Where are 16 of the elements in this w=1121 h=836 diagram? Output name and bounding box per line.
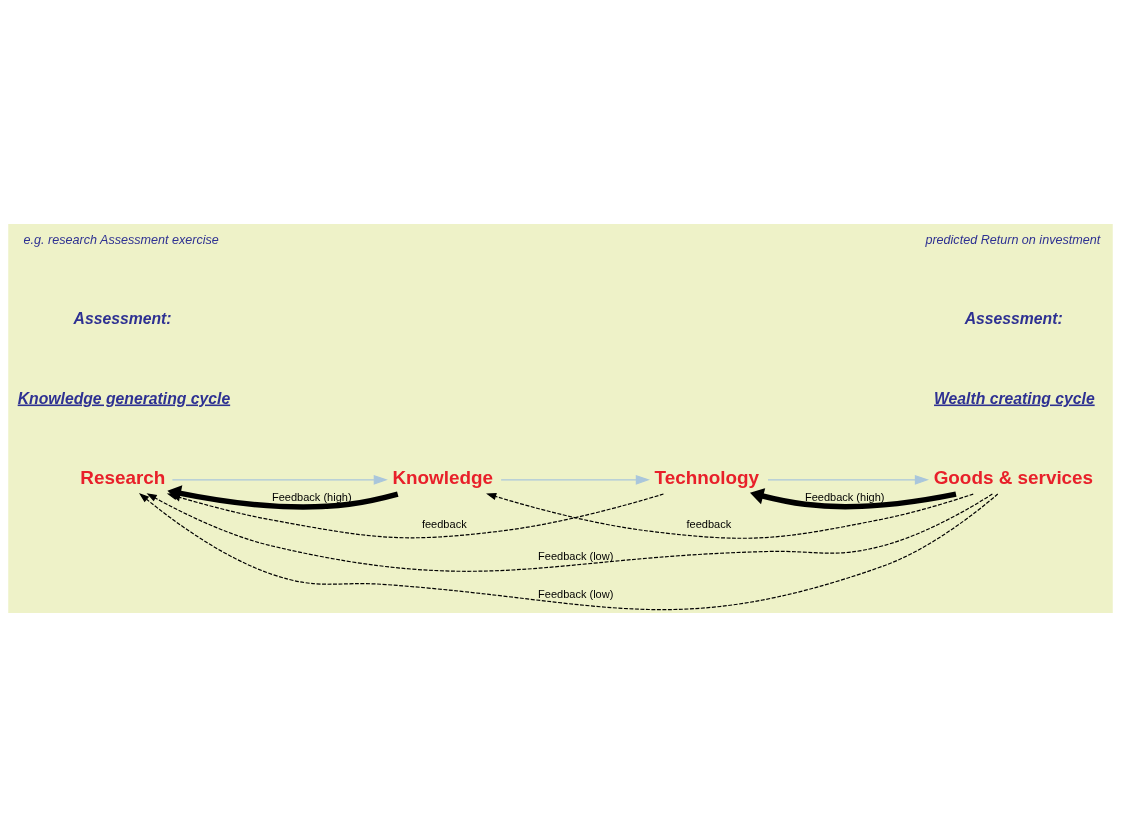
edge-label: Feedback (low) xyxy=(538,549,614,562)
edge-label: feedback xyxy=(421,517,467,530)
node-text: Knowledge xyxy=(392,466,494,488)
edge-label: Feedback (low) xyxy=(538,587,614,600)
edge-label: feedback xyxy=(686,517,732,530)
label: Wealth creating cycle xyxy=(934,388,1095,406)
label: e.g. research Assessment exercise xyxy=(23,232,219,247)
node-text: Goods & services xyxy=(933,466,1094,488)
edge-label: Feedback (high) xyxy=(271,490,352,503)
label: Assessment: xyxy=(964,309,1063,327)
label: Knowledge generating cycle xyxy=(17,388,231,406)
label: predicted Return on investment xyxy=(925,232,1101,247)
edge-label: Feedback (high) xyxy=(804,490,885,503)
node-text: Research xyxy=(80,466,166,488)
label: Assessment: xyxy=(73,309,172,327)
node-text: Technology xyxy=(654,466,760,488)
